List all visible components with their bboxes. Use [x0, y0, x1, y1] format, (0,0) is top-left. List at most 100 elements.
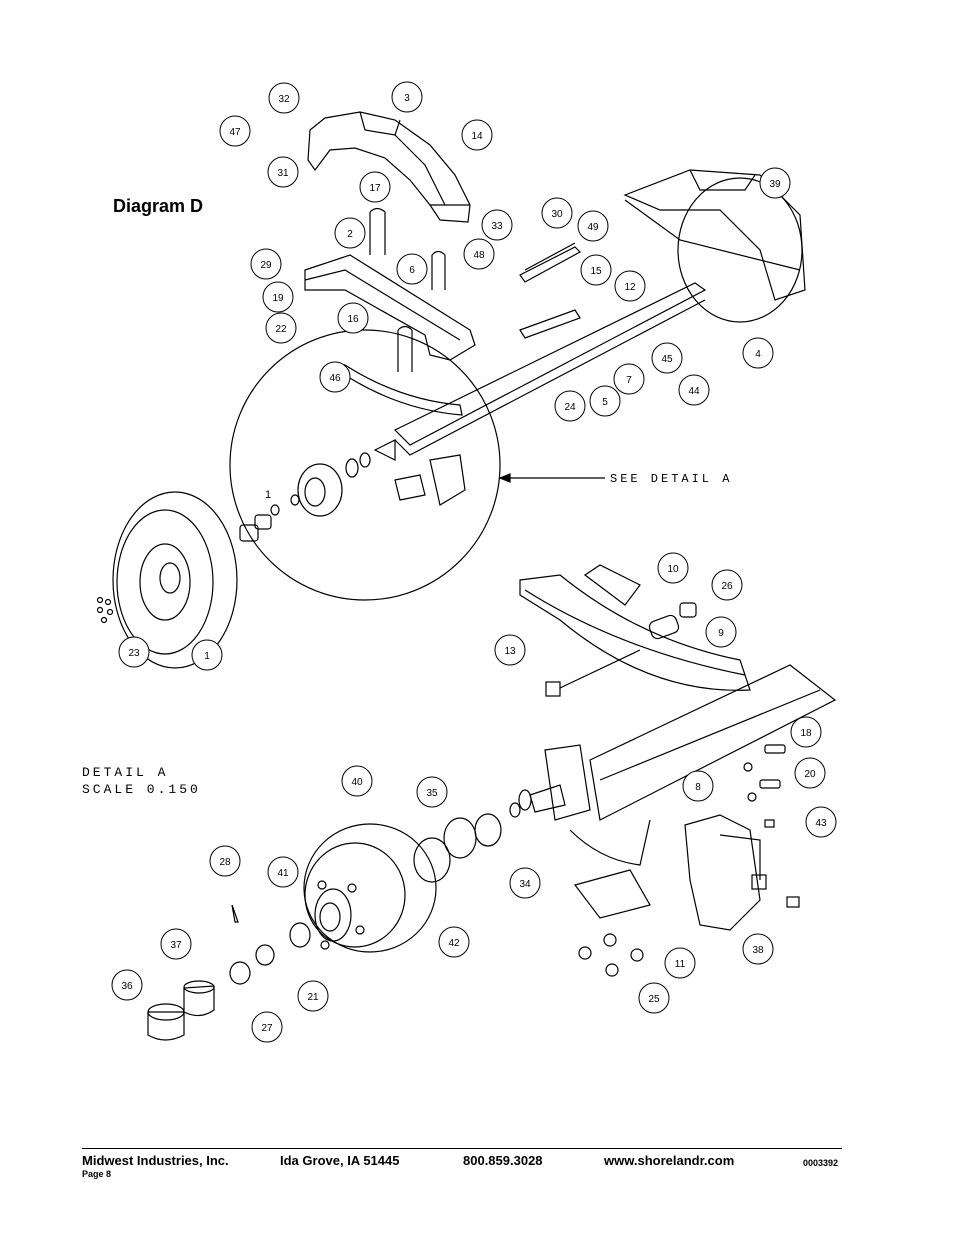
callout-28: 28 — [209, 845, 241, 877]
callout-circle — [509, 867, 541, 899]
callout-number: 30 — [551, 209, 563, 220]
callout-24: 24 — [554, 390, 586, 422]
washer-20b — [747, 792, 757, 802]
bolt-small — [786, 896, 800, 908]
callout-number: 41 — [277, 868, 289, 879]
callout-number: 36 — [121, 981, 133, 992]
callout-number: 20 — [804, 769, 816, 780]
callout-number: 44 — [688, 386, 700, 397]
callout-40: 40 — [341, 765, 373, 797]
hub-rotor-small — [239, 439, 466, 542]
callout-number: 24 — [564, 402, 576, 413]
cotter-pin-28 — [231, 904, 239, 923]
callout-circle — [494, 634, 526, 666]
callout-number: 39 — [769, 179, 781, 190]
callout-number: 45 — [661, 354, 673, 365]
callout-circle — [337, 302, 369, 334]
callout-circle — [118, 636, 150, 668]
callout-21: 21 — [297, 980, 329, 1012]
callout-number: 21 — [307, 992, 319, 1003]
callout-circle — [268, 82, 300, 114]
callout-12: 12 — [614, 270, 646, 302]
step-plate — [519, 309, 581, 339]
mounting-plate — [573, 869, 651, 919]
callout-circle — [359, 171, 391, 203]
castle-nut-27 — [229, 961, 251, 985]
callout-number: 16 — [347, 314, 359, 325]
hub-mark: 1 — [265, 489, 271, 501]
callout-circle — [438, 926, 470, 958]
footer-phone: 800.859.3028 — [463, 1153, 543, 1168]
callout-circle — [391, 81, 423, 113]
callout-circle — [396, 253, 428, 285]
callout-circle — [805, 806, 837, 838]
callout-number: 3 — [404, 93, 410, 104]
bearing-cup-42 — [413, 837, 451, 883]
footer-page: Page 8 — [82, 1169, 112, 1179]
callout-8: 8 — [682, 770, 714, 802]
callout-33: 33 — [481, 209, 513, 241]
callout-7: 7 — [613, 363, 645, 395]
callout-number: 15 — [590, 266, 602, 277]
detail-a-label: DETAIL A — [82, 765, 169, 780]
callout-number: 1 — [204, 651, 210, 662]
callout-circle — [219, 115, 251, 147]
callout-42: 42 — [438, 926, 470, 958]
callout-number: 40 — [351, 777, 363, 788]
callout-number: 5 — [602, 397, 608, 408]
callout-number: 11 — [675, 959, 686, 970]
leaf-spring-detail — [519, 574, 751, 691]
callout-circle — [319, 361, 351, 393]
detail-a-scale: SCALE 0.150 — [82, 782, 201, 797]
washer-20a — [743, 762, 753, 772]
callout-49: 49 — [577, 210, 609, 242]
callout-number: 6 — [409, 265, 415, 276]
callout-circle — [657, 552, 689, 584]
hub-rotor — [303, 823, 437, 953]
callout-22: 22 — [265, 312, 297, 344]
detail-a-circle — [229, 329, 501, 601]
leaf-spring-upper — [344, 363, 463, 416]
callout-30: 30 — [541, 197, 573, 229]
spring-plate — [583, 564, 641, 606]
callout-number: 2 — [347, 229, 353, 240]
callout-number: 29 — [260, 260, 272, 271]
callout-circle — [589, 385, 621, 417]
callout-circle — [341, 765, 373, 797]
footer-website: www.shorelandr.com — [604, 1153, 735, 1168]
callout-number: 33 — [491, 221, 503, 232]
callout-number: 34 — [519, 879, 531, 890]
footer-company: Midwest Industries, Inc. — [82, 1153, 229, 1168]
callout-circle — [638, 982, 670, 1014]
callout-number: 25 — [648, 994, 660, 1005]
callout-circle — [678, 374, 710, 406]
callout-3: 3 — [391, 81, 423, 113]
see-detail-label: SEE DETAIL A — [610, 472, 732, 486]
callout-circle — [267, 856, 299, 888]
callout-circle — [577, 210, 609, 242]
callout-43: 43 — [805, 806, 837, 838]
callout-circle — [334, 217, 366, 249]
callout-circle — [580, 254, 612, 286]
callout-31: 31 — [267, 156, 299, 188]
callout-29: 29 — [250, 248, 282, 280]
callout-circle — [111, 969, 143, 1001]
callout-number: 4 — [755, 349, 761, 360]
callout-39: 39 — [759, 167, 791, 199]
callout-number: 48 — [473, 250, 485, 261]
callout-number: 7 — [626, 375, 632, 386]
callout-number: 47 — [229, 127, 241, 138]
callout-number: 38 — [752, 945, 764, 956]
callout-20: 20 — [794, 757, 826, 789]
callout-number: 28 — [219, 857, 231, 868]
bushing — [648, 614, 680, 640]
callout-circle — [541, 197, 573, 229]
footer-divider — [82, 1148, 842, 1149]
bolt-18b — [759, 779, 781, 789]
callout-circle — [705, 616, 737, 648]
callout-number: 27 — [261, 1023, 273, 1034]
callout-32: 32 — [268, 82, 300, 114]
callout-17: 17 — [359, 171, 391, 203]
callout-number: 32 — [278, 94, 290, 105]
